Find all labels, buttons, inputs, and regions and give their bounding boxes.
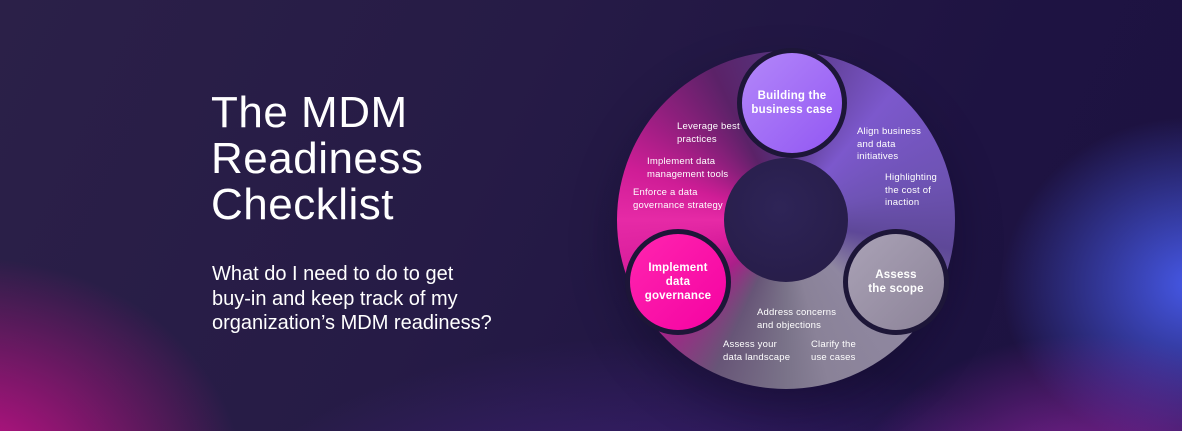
node-implement-data-governance: Implement data governance: [625, 229, 731, 335]
ring-label-assess-your-data-landscape: Assess your data landscape: [723, 339, 791, 363]
ring-label-leverage-best-practices: Leverage best practices: [677, 121, 740, 145]
ring-label-highlighting-cost-of-inaction: Highlighting the cost of inaction: [885, 172, 938, 208]
page-subtitle: What do I need to do to get buy-in and k…: [212, 263, 492, 334]
node-label: Implement data governance: [644, 262, 712, 302]
node-assess-the-scope: Assess the scope: [843, 229, 949, 335]
ring-label-align-business-and-data-initiatives: Align business and data initiatives: [857, 126, 922, 162]
node-label: Building the business case: [751, 90, 833, 116]
node-label: Assess the scope: [868, 269, 924, 295]
ring-label-clarify-the-use-cases: Clarify the use cases: [811, 339, 856, 363]
page-title: The MDM Readiness Checklist: [211, 88, 424, 229]
cycle-ring-hole: [724, 158, 848, 282]
ring-label-enforce-data-governance-strategy: Enforce a data governance strategy: [633, 187, 723, 211]
node-building-business-case: Building the business case: [737, 48, 847, 158]
ring-label-implement-data-management-tools: Implement data management tools: [647, 156, 729, 180]
ring-label-address-concerns-and-objections: Address concerns and objections: [757, 307, 837, 331]
